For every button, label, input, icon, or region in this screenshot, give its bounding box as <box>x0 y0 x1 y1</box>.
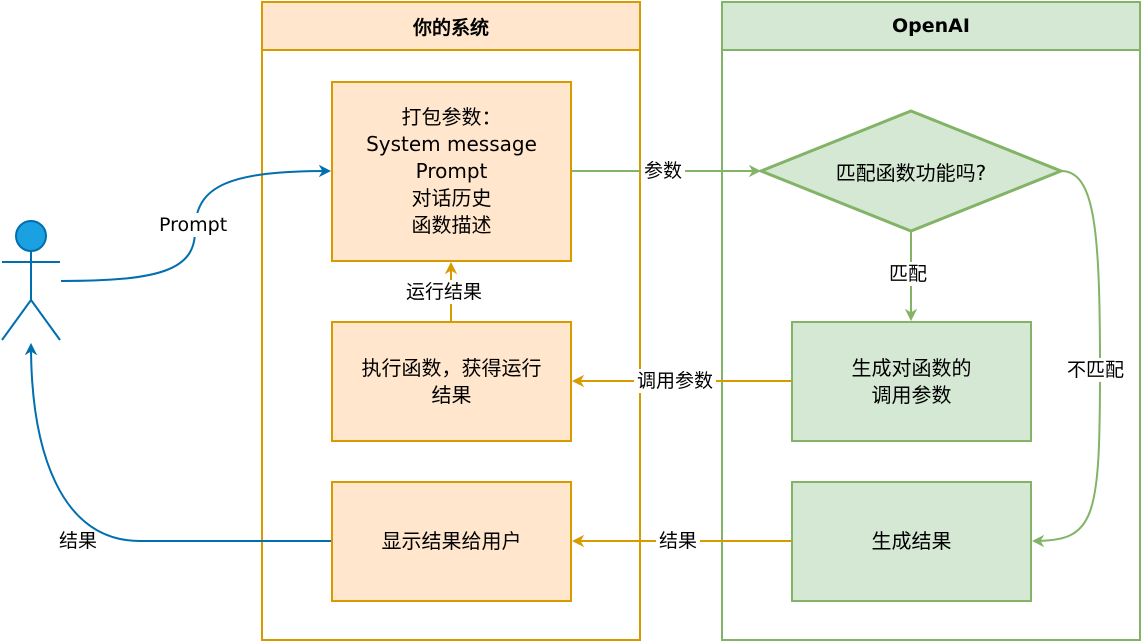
edge-label-no-match: 不匹配 <box>1064 358 1128 382</box>
edge-label-prompt: Prompt <box>156 213 231 237</box>
lane-your-system-title: 你的系统 <box>263 3 639 51</box>
edge-label-result-to-user: 结果 <box>59 530 98 552</box>
edge-label-call-params: 调用参数 <box>634 369 717 393</box>
edge-label-result-to-show: 结果 <box>656 529 701 553</box>
lane-your-system: 你的系统 <box>261 1 641 641</box>
pack-params-line: 对话历史 <box>411 186 492 210</box>
execute-function-line: 执行函数，获得运行 <box>361 355 542 380</box>
pack-params-line: Prompt <box>415 159 488 183</box>
show-result-node: 显示结果给用户 <box>331 481 572 602</box>
user-stick-figure-icon <box>1 220 61 341</box>
generate-call-line: 调用参数 <box>871 382 952 407</box>
show-result-label: 显示结果给用户 <box>381 529 522 553</box>
execute-function-node: 执行函数，获得运行 结果 <box>331 321 572 442</box>
pack-params-line: 打包参数： <box>401 105 502 129</box>
edge-label-params: 参数 <box>641 159 686 183</box>
edge-label-match: 匹配 <box>886 262 931 286</box>
lane-openai: OpenAI <box>721 1 1141 641</box>
generate-result-node: 生成结果 <box>791 481 1032 602</box>
pack-params-node: 打包参数： System message Prompt 对话历史 函数描述 <box>331 81 572 262</box>
edge-match-to-generate-result <box>1034 170 1102 541</box>
pack-params-line: 函数描述 <box>411 213 492 237</box>
execute-function-line: 结果 <box>431 382 472 407</box>
lane-openai-title: OpenAI <box>723 3 1139 51</box>
generate-call-node: 生成对函数的 调用参数 <box>791 321 1032 442</box>
match-question-label: 匹配函数功能吗? <box>835 160 987 185</box>
generate-call-line: 生成对函数的 <box>851 355 972 380</box>
edge-label-run-result: 运行结果 <box>403 280 486 304</box>
generate-result-label: 生成结果 <box>871 529 952 553</box>
pack-params-line: System message <box>366 132 537 156</box>
edge-show-to-user <box>31 345 331 542</box>
